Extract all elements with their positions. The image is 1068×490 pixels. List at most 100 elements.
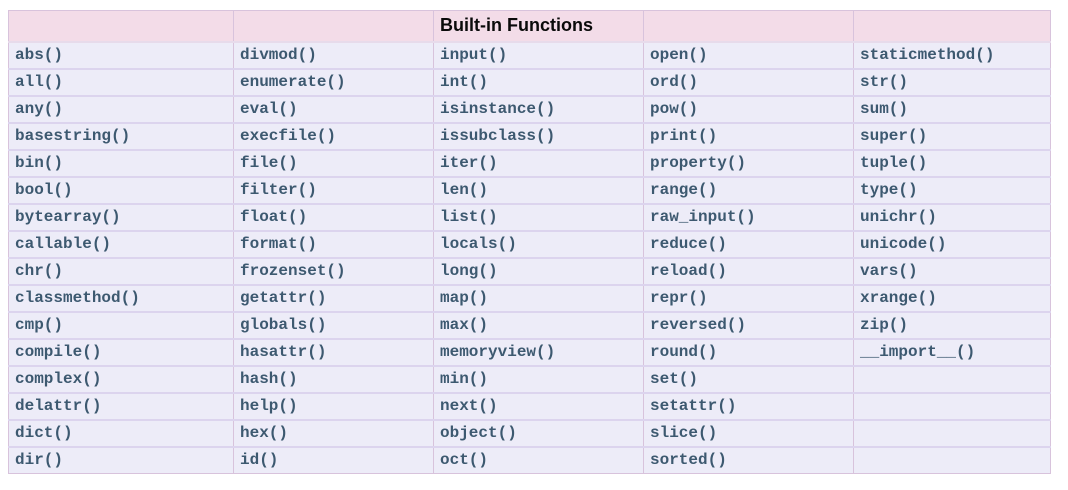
function-cell[interactable]: len() — [433, 176, 644, 205]
table-row: callable()format()locals()reduce()unicod… — [8, 230, 1051, 259]
function-cell[interactable]: divmod() — [233, 41, 434, 70]
function-cell[interactable]: sum() — [853, 95, 1051, 124]
function-cell[interactable]: chr() — [8, 257, 234, 286]
function-cell[interactable]: eval() — [233, 95, 434, 124]
function-cell[interactable]: input() — [433, 41, 644, 70]
table-row: classmethod()getattr()map()repr()xrange(… — [8, 284, 1051, 313]
table-row: bool()filter()len()range()type() — [8, 176, 1051, 205]
table-header-row: Built-in Functions — [8, 10, 1051, 43]
function-cell[interactable]: basestring() — [8, 122, 234, 151]
table-row: all()enumerate()int()ord()str() — [8, 68, 1051, 97]
function-cell[interactable]: reversed() — [643, 311, 854, 340]
function-cell[interactable]: __import__() — [853, 338, 1051, 367]
function-cell[interactable]: set() — [643, 365, 854, 394]
function-cell[interactable]: memoryview() — [433, 338, 644, 367]
function-cell[interactable]: map() — [433, 284, 644, 313]
function-cell[interactable]: type() — [853, 176, 1051, 205]
table-body: abs()divmod()input()open()staticmethod()… — [8, 41, 1051, 474]
function-cell[interactable]: compile() — [8, 338, 234, 367]
function-cell[interactable]: globals() — [233, 311, 434, 340]
empty-cell — [853, 446, 1051, 474]
table-row: compile()hasattr()memoryview()round()__i… — [8, 338, 1051, 367]
function-cell[interactable]: float() — [233, 203, 434, 232]
function-cell[interactable]: range() — [643, 176, 854, 205]
table-row: dict()hex()object()slice() — [8, 419, 1051, 448]
function-cell[interactable]: tuple() — [853, 149, 1051, 178]
table-title: Built-in Functions — [440, 15, 593, 36]
function-cell[interactable]: execfile() — [233, 122, 434, 151]
function-cell[interactable]: unicode() — [853, 230, 1051, 259]
header-cell-empty-5 — [853, 10, 1051, 43]
function-cell[interactable]: setattr() — [643, 392, 854, 421]
function-cell[interactable]: bool() — [8, 176, 234, 205]
function-cell[interactable]: cmp() — [8, 311, 234, 340]
function-cell[interactable]: super() — [853, 122, 1051, 151]
function-cell[interactable]: dir() — [8, 446, 234, 474]
function-cell[interactable]: callable() — [8, 230, 234, 259]
function-cell[interactable]: staticmethod() — [853, 41, 1051, 70]
function-cell[interactable]: xrange() — [853, 284, 1051, 313]
empty-cell — [853, 392, 1051, 421]
function-cell[interactable]: ord() — [643, 68, 854, 97]
function-cell[interactable]: abs() — [8, 41, 234, 70]
function-cell[interactable]: getattr() — [233, 284, 434, 313]
table-row: complex()hash()min()set() — [8, 365, 1051, 394]
empty-cell — [853, 365, 1051, 394]
function-cell[interactable]: round() — [643, 338, 854, 367]
function-cell[interactable]: list() — [433, 203, 644, 232]
function-cell[interactable]: iter() — [433, 149, 644, 178]
function-cell[interactable]: format() — [233, 230, 434, 259]
function-cell[interactable]: int() — [433, 68, 644, 97]
function-cell[interactable]: object() — [433, 419, 644, 448]
function-cell[interactable]: unichr() — [853, 203, 1051, 232]
function-cell[interactable]: help() — [233, 392, 434, 421]
header-cell-empty-4 — [643, 10, 854, 43]
function-cell[interactable]: hex() — [233, 419, 434, 448]
function-cell[interactable]: property() — [643, 149, 854, 178]
builtin-functions-table: Built-in Functions abs()divmod()input()o… — [8, 10, 1051, 474]
function-cell[interactable]: locals() — [433, 230, 644, 259]
function-cell[interactable]: open() — [643, 41, 854, 70]
function-cell[interactable]: next() — [433, 392, 644, 421]
function-cell[interactable]: min() — [433, 365, 644, 394]
function-cell[interactable]: repr() — [643, 284, 854, 313]
table-row: any()eval()isinstance()pow()sum() — [8, 95, 1051, 124]
table-row: chr()frozenset()long()reload()vars() — [8, 257, 1051, 286]
function-cell[interactable]: oct() — [433, 446, 644, 474]
empty-cell — [853, 419, 1051, 448]
function-cell[interactable]: classmethod() — [8, 284, 234, 313]
function-cell[interactable]: sorted() — [643, 446, 854, 474]
function-cell[interactable]: dict() — [8, 419, 234, 448]
function-cell[interactable]: filter() — [233, 176, 434, 205]
function-cell[interactable]: str() — [853, 68, 1051, 97]
function-cell[interactable]: issubclass() — [433, 122, 644, 151]
function-cell[interactable]: raw_input() — [643, 203, 854, 232]
function-cell[interactable]: reload() — [643, 257, 854, 286]
function-cell[interactable]: enumerate() — [233, 68, 434, 97]
function-cell[interactable]: bin() — [8, 149, 234, 178]
table-row: abs()divmod()input()open()staticmethod() — [8, 41, 1051, 70]
function-cell[interactable]: slice() — [643, 419, 854, 448]
table-title-cell: Built-in Functions — [433, 10, 644, 43]
function-cell[interactable]: zip() — [853, 311, 1051, 340]
function-cell[interactable]: any() — [8, 95, 234, 124]
function-cell[interactable]: long() — [433, 257, 644, 286]
function-cell[interactable]: pow() — [643, 95, 854, 124]
function-cell[interactable]: id() — [233, 446, 434, 474]
function-cell[interactable]: complex() — [8, 365, 234, 394]
table-row: delattr()help()next()setattr() — [8, 392, 1051, 421]
function-cell[interactable]: delattr() — [8, 392, 234, 421]
function-cell[interactable]: file() — [233, 149, 434, 178]
function-cell[interactable]: frozenset() — [233, 257, 434, 286]
table-row: bin()file()iter()property()tuple() — [8, 149, 1051, 178]
function-cell[interactable]: all() — [8, 68, 234, 97]
function-cell[interactable]: hasattr() — [233, 338, 434, 367]
function-cell[interactable]: hash() — [233, 365, 434, 394]
table-row: cmp()globals()max()reversed()zip() — [8, 311, 1051, 340]
function-cell[interactable]: isinstance() — [433, 95, 644, 124]
function-cell[interactable]: print() — [643, 122, 854, 151]
function-cell[interactable]: max() — [433, 311, 644, 340]
function-cell[interactable]: reduce() — [643, 230, 854, 259]
function-cell[interactable]: vars() — [853, 257, 1051, 286]
function-cell[interactable]: bytearray() — [8, 203, 234, 232]
